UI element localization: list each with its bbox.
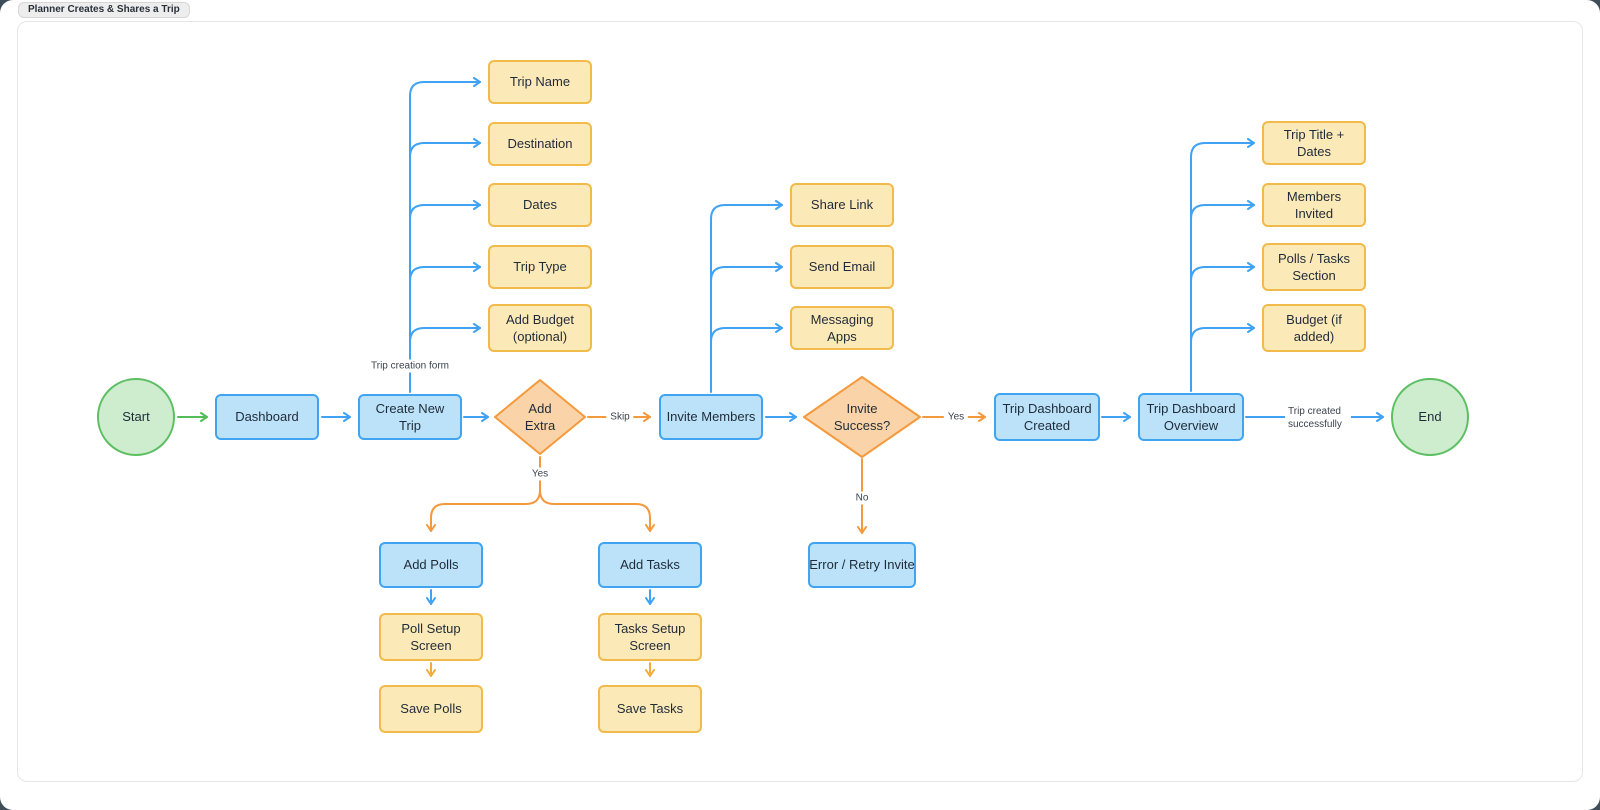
node-add-extra[interactable]: Add Extra	[493, 378, 587, 456]
node-send-email[interactable]: Send Email	[790, 245, 894, 289]
edge-label-trip-creation-form: Trip creation form	[367, 359, 453, 373]
edge-tripform-tripname	[409, 77, 481, 97]
edge-yes-addpolls	[426, 489, 541, 532]
node-dashboard[interactable]: Dashboard	[215, 394, 319, 440]
node-messaging-apps[interactable]: Messaging Apps	[790, 306, 894, 350]
node-save-tasks[interactable]: Save Tasks	[598, 685, 702, 733]
node-add-polls[interactable]: Add Polls	[379, 542, 483, 588]
edge-tripform-destination	[409, 138, 481, 158]
node-add-budget[interactable]: Add Budget (optional)	[488, 304, 592, 352]
node-poll-setup-screen[interactable]: Poll Setup Screen	[379, 613, 483, 661]
node-label: Add Extra	[524, 400, 556, 433]
node-dates[interactable]: Dates	[488, 183, 592, 227]
node-invite-members[interactable]: Invite Members	[659, 394, 763, 440]
edge-yes-addtasks	[539, 489, 655, 532]
node-destination[interactable]: Destination	[488, 122, 592, 166]
node-add-tasks[interactable]: Add Tasks	[598, 542, 702, 588]
edge-overview-members	[1190, 200, 1255, 220]
diagram-title-tab[interactable]: Planner Creates & Shares a Trip	[18, 2, 190, 18]
edge-label-yes-add-extra: Yes	[527, 467, 553, 481]
edge-label-yes-invite-success: Yes	[943, 410, 969, 424]
diamond-shape	[803, 376, 921, 458]
node-trip-title-dates[interactable]: Trip Title + Dates	[1262, 121, 1366, 165]
node-budget-if-added[interactable]: Budget (if added)	[1262, 304, 1366, 352]
node-trip-name[interactable]: Trip Name	[488, 60, 592, 104]
node-trip-type[interactable]: Trip Type	[488, 245, 592, 289]
edge-tripform-addbudget	[409, 323, 481, 343]
edge-invite-sharelink	[710, 200, 783, 220]
node-tasks-setup-screen[interactable]: Tasks Setup Screen	[598, 613, 702, 661]
edge-tripform-dates	[409, 200, 481, 220]
edge-overview-triptitle	[1190, 138, 1255, 158]
node-label: Invite Success?	[833, 400, 891, 433]
node-error-retry-invite[interactable]: Error / Retry Invite	[808, 542, 916, 588]
node-trip-dashboard-overview[interactable]: Trip Dashboard Overview	[1138, 393, 1244, 441]
node-polls-tasks-section[interactable]: Polls / Tasks Section	[1262, 243, 1366, 291]
edge-invite-messagingapps	[710, 323, 783, 343]
node-start[interactable]: Start	[97, 378, 175, 456]
edge-tripform-triptype	[409, 262, 481, 282]
edge-overview-pollstasks	[1190, 262, 1255, 282]
diamond-shape	[494, 379, 586, 455]
node-create-new-trip[interactable]: Create New Trip	[358, 394, 462, 440]
edge-label-trip-created-successfully: Trip created successfully	[1285, 405, 1351, 432]
node-trip-dashboard-created[interactable]: Trip Dashboard Created	[994, 393, 1100, 441]
node-save-polls[interactable]: Save Polls	[379, 685, 483, 733]
edge-label-skip: Skip	[606, 410, 634, 424]
edge-overview-budget	[1190, 323, 1255, 343]
node-share-link[interactable]: Share Link	[790, 183, 894, 227]
node-members-invited[interactable]: Members Invited	[1262, 183, 1366, 227]
node-invite-success[interactable]: Invite Success?	[802, 375, 922, 459]
edge-label-no-invite-success: No	[851, 491, 873, 505]
node-end[interactable]: End	[1391, 378, 1469, 456]
edge-invite-sendemail	[710, 262, 783, 282]
